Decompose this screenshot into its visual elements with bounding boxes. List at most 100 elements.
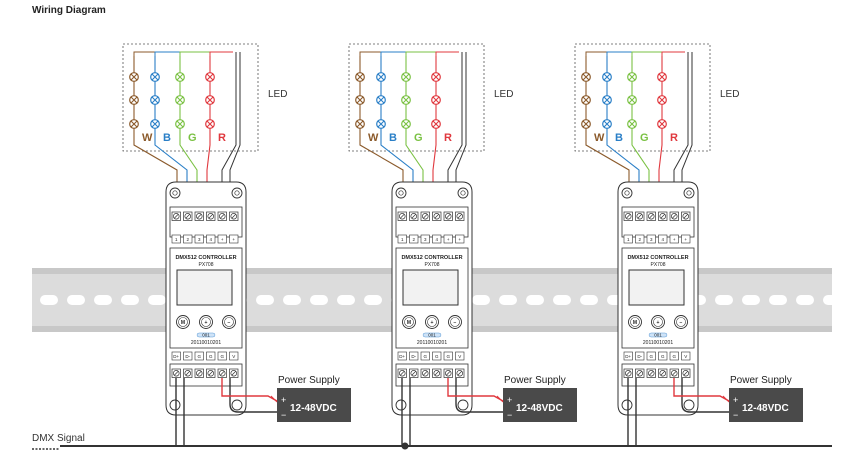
controller-name: DMX512 CONTROLLER (401, 255, 462, 261)
terminal-number-box (658, 234, 668, 244)
terminal-label-box (171, 351, 181, 361)
terminal-label: D- (637, 354, 642, 359)
power-supply-label: Power Supply (730, 375, 792, 386)
power-supply-label: Power Supply (504, 375, 566, 386)
terminal-label-box (183, 351, 193, 361)
terminal-label: D- (411, 354, 416, 359)
address-badge (422, 332, 442, 338)
power-supply-minus: − (507, 410, 512, 420)
wire-label-B: B (163, 132, 171, 144)
wire-label-G: G (640, 132, 649, 144)
rail-slot (256, 295, 274, 305)
rail-slot (796, 295, 814, 305)
terminal-label-box (669, 351, 679, 361)
terminal-number: + (221, 237, 224, 242)
controller-model: PX708 (424, 262, 439, 268)
terminal-number: 4 (435, 237, 438, 242)
terminal-number: + (458, 237, 461, 242)
terminal-label-box (635, 351, 645, 361)
wire-label-R: R (670, 132, 678, 144)
terminal-number-box (681, 234, 691, 244)
terminal-number-box (409, 234, 419, 244)
power-plus-wire (673, 378, 730, 402)
power-supply-box (729, 388, 803, 422)
wire-label-W: W (142, 132, 153, 144)
power-supply-plus: + (733, 395, 738, 405)
button-label: − (680, 320, 683, 326)
terminal-number-box (635, 234, 645, 244)
power-minus-wire (455, 378, 503, 413)
terminal-number: + (232, 237, 235, 242)
address-badge (196, 332, 216, 338)
terminal-number-box (432, 234, 442, 244)
led-box (122, 43, 259, 152)
power-supply-voltage: 12-48VDC (742, 403, 789, 414)
button-label: M (633, 320, 637, 326)
terminal-label: V (458, 354, 461, 359)
power-supply-plus: + (281, 395, 286, 405)
top-terminal-block (169, 206, 243, 238)
rail-slot (364, 295, 382, 305)
terminal-number: + (684, 237, 687, 242)
serial-number: 20110010201 (643, 340, 673, 346)
serial-number: 20110010201 (191, 340, 221, 346)
power-supply-voltage: 12-48VDC (516, 403, 563, 414)
power-supply-label: Power Supply (278, 375, 340, 386)
terminal-number: 3 (424, 237, 427, 242)
rail-slot (472, 295, 490, 305)
terminal-number: 4 (209, 237, 212, 242)
rail-slot (337, 295, 355, 305)
terminal-label: G (423, 354, 427, 359)
led-label: LED (720, 89, 739, 100)
diagram-title: Wiring Diagram (32, 5, 106, 16)
rail-slot (148, 295, 166, 305)
terminal-label: G (220, 354, 224, 359)
terminal-label-box (443, 351, 453, 361)
display-screen (176, 269, 233, 306)
terminal-number: + (673, 237, 676, 242)
terminal-number-box (669, 234, 679, 244)
led-label: LED (268, 89, 287, 100)
address-badge-text: 001 (202, 332, 210, 337)
display-screen (402, 269, 459, 306)
terminal-number: 2 (412, 237, 415, 242)
top-terminal-block (621, 206, 695, 238)
terminal-label-box (409, 351, 419, 361)
power-supply-minus: − (281, 410, 286, 420)
terminal-label-box (658, 351, 668, 361)
power-supply-minus: − (733, 410, 738, 420)
power-supply-plus: + (507, 395, 512, 405)
terminal-number: 3 (650, 237, 653, 242)
terminal-label-box (194, 351, 204, 361)
terminal-number: + (447, 237, 450, 242)
rail-slot (823, 295, 841, 305)
mount-hole (395, 399, 407, 411)
terminal-label: G (661, 354, 665, 359)
button-label: − (454, 320, 457, 326)
rail-slot (526, 295, 544, 305)
controller-model: PX708 (198, 262, 213, 268)
power-minus-wire (229, 378, 277, 413)
terminal-number-box (443, 234, 453, 244)
terminal-label-box (681, 351, 691, 361)
mount-hole (169, 399, 181, 411)
terminal-label: G (672, 354, 676, 359)
button-label: + (205, 320, 208, 326)
terminal-number: 2 (638, 237, 641, 242)
dmx-signal-label: DMX Signal (32, 433, 85, 444)
controller-model: PX708 (650, 262, 665, 268)
dmx-bus: DMX Signal (32, 433, 832, 450)
wire-label-W: W (594, 132, 605, 144)
terminal-number-box (217, 234, 227, 244)
terminal-label: D+ (399, 354, 405, 359)
terminal-label-box (455, 351, 465, 361)
terminal-label: G (197, 354, 201, 359)
rail-slot (310, 295, 328, 305)
terminal-label: V (232, 354, 235, 359)
terminal-label: V (684, 354, 687, 359)
mount-hole (683, 399, 695, 411)
terminal-number-box (455, 234, 465, 244)
